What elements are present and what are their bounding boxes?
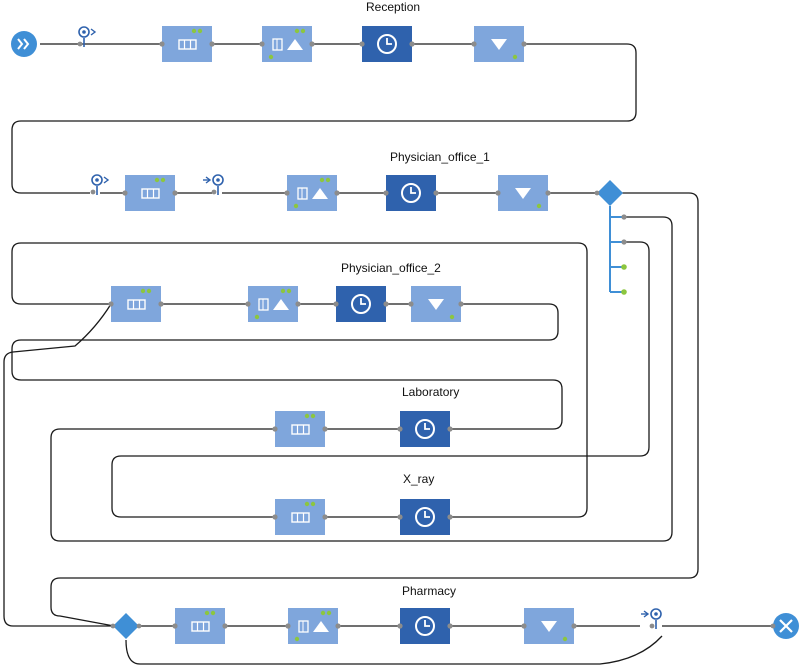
sink-x-icon [779,619,793,633]
release-block[interactable] [471,26,527,62]
seize-block[interactable] [283,174,341,212]
select-output-diamond[interactable] [594,180,623,206]
section-label-x-ray: X_ray [403,472,435,486]
connector-branch-lab[interactable] [11,216,673,542]
connector-branch-pharmacy[interactable] [50,192,699,627]
sink-block[interactable] [770,613,799,639]
queue-block[interactable] [171,607,229,645]
source-arrow-icon [17,38,30,50]
connector-branch-xray[interactable] [11,241,650,518]
seize-resource-physician-1[interactable] [89,174,109,196]
connector-to-pharmacy[interactable] [3,303,112,627]
queue-block[interactable] [271,498,329,536]
seize-block[interactable] [244,285,302,323]
queue-block[interactable] [271,410,329,448]
diamond-icon [113,613,139,639]
delay-block[interactable] [396,607,454,645]
section-label-pharmacy: Pharmacy [402,584,457,598]
select-output-ports [609,206,627,295]
section-label-physician-office-2: Physician_office_2 [341,261,441,275]
delay-block[interactable] [396,410,454,448]
section-label-laboratory: Laboratory [402,385,460,399]
connector-reception[interactable] [11,43,637,194]
delay-block[interactable] [358,25,416,63]
connector-pharmacy-loop[interactable] [125,635,663,665]
section-label-physician-office-1: Physician_office_1 [390,150,490,164]
release-block[interactable] [408,286,464,322]
section-label-reception: Reception [366,0,421,14]
release-block[interactable] [495,175,551,211]
select-output-pharmacy[interactable] [110,613,142,639]
source-block[interactable] [11,31,37,57]
release-resource-pharmacy[interactable] [640,608,662,630]
connectors [3,43,774,665]
queue-block[interactable] [158,25,216,63]
seize-block[interactable] [284,607,342,645]
delay-block[interactable] [396,498,454,536]
release-block[interactable] [521,608,577,644]
release-resource-physician-1[interactable] [202,174,224,196]
queue-block[interactable] [107,285,165,323]
delay-block[interactable] [382,174,440,212]
seize-block[interactable] [258,25,316,63]
diamond-icon [597,180,623,206]
queue-block[interactable] [121,174,179,212]
delay-block[interactable] [332,285,390,323]
